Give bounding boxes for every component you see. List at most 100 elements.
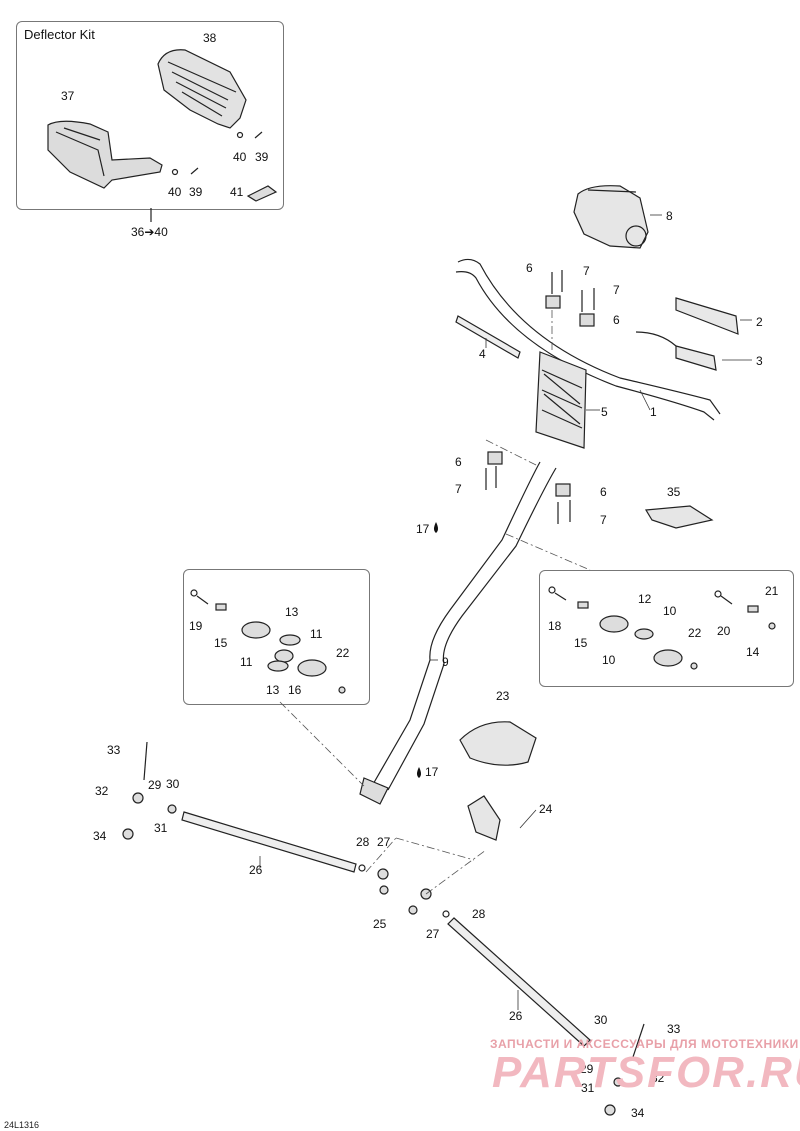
part-label: 34 bbox=[631, 1106, 645, 1120]
bolt-33a bbox=[143, 741, 148, 781]
pad-35 bbox=[644, 505, 714, 529]
part-label: 32 bbox=[651, 1071, 665, 1085]
part-label: 3 bbox=[756, 354, 763, 368]
part-label: 7 bbox=[600, 513, 607, 527]
part-label: 34 bbox=[93, 829, 107, 843]
part-label: 32 bbox=[95, 784, 109, 798]
part-label: 39 bbox=[255, 150, 269, 164]
part-label: 23 bbox=[496, 689, 510, 703]
part-label: 31 bbox=[581, 1081, 595, 1095]
part-label: 6 bbox=[600, 485, 607, 499]
steering-column-9 bbox=[371, 461, 541, 787]
oil-drop-icon bbox=[417, 767, 421, 778]
part-label: 22 bbox=[688, 626, 702, 640]
part-label: 16 bbox=[288, 683, 302, 697]
part-label: 17 bbox=[416, 522, 430, 536]
part-label: 37 bbox=[61, 89, 75, 103]
part-label: 39 bbox=[189, 185, 203, 199]
joint-27a bbox=[377, 868, 389, 880]
right-clamp-detail-frame bbox=[539, 570, 794, 687]
part-label: 31 bbox=[154, 821, 168, 835]
part-label: 28 bbox=[472, 907, 486, 921]
part-label: 18 bbox=[548, 619, 562, 633]
deflector-left-37 bbox=[47, 120, 163, 189]
part-label: 21 bbox=[765, 584, 779, 598]
ring-13a bbox=[279, 634, 301, 646]
part-label: 6 bbox=[526, 261, 533, 275]
part-label: 1 bbox=[650, 405, 657, 419]
part-label: 15 bbox=[214, 636, 228, 650]
part-label: 38 bbox=[203, 31, 217, 45]
clamp-11a bbox=[241, 621, 271, 639]
part-label: 10 bbox=[602, 653, 616, 667]
figure-code: 24L1316 bbox=[4, 1120, 40, 1130]
part-label: 24 bbox=[539, 802, 553, 816]
part-label: 40 bbox=[233, 150, 247, 164]
handlebar-1 bbox=[457, 258, 721, 415]
oil-drop-icon bbox=[434, 522, 438, 533]
ring-13b bbox=[267, 660, 289, 672]
riser-5 bbox=[535, 351, 587, 449]
part-label: 7 bbox=[613, 283, 620, 297]
part-label: 30 bbox=[166, 777, 180, 791]
clamp-6d bbox=[555, 483, 571, 497]
handguard-8 bbox=[573, 185, 649, 249]
grip-3 bbox=[675, 345, 717, 371]
part-label: 30 bbox=[594, 1013, 608, 1027]
part-label: 11 bbox=[310, 627, 323, 641]
part-label: 28 bbox=[356, 835, 370, 849]
bushing-25a bbox=[379, 885, 389, 895]
grip-2 bbox=[675, 297, 739, 335]
part-label: 27 bbox=[377, 835, 391, 849]
kit-range-label: 36➔40 bbox=[131, 225, 168, 239]
rod-4 bbox=[455, 315, 521, 359]
part-label: 13 bbox=[266, 683, 280, 697]
bracket-24 bbox=[467, 795, 501, 841]
sticker-41 bbox=[246, 185, 278, 202]
clamp-6a bbox=[545, 295, 561, 309]
part-label: 9 bbox=[442, 655, 449, 669]
part-label: 22 bbox=[336, 646, 350, 660]
part-label: 15 bbox=[574, 636, 588, 650]
watermark-logo: PARTSFOR.RU bbox=[492, 1048, 800, 1097]
part-label: 11 bbox=[240, 655, 253, 669]
nut-40b bbox=[171, 168, 179, 176]
part-label: 4 bbox=[479, 347, 486, 361]
part-label: 19 bbox=[189, 619, 203, 633]
part-label: 29 bbox=[148, 778, 162, 792]
part-label: 7 bbox=[455, 482, 462, 496]
part-label: 6 bbox=[455, 455, 462, 469]
part-label: 5 bbox=[601, 405, 608, 419]
clamp-10b bbox=[653, 649, 683, 667]
part-label: 20 bbox=[717, 624, 731, 638]
deflector-kit-title: Deflector Kit bbox=[24, 27, 95, 42]
part-label: 25 bbox=[373, 917, 387, 931]
part-label: 33 bbox=[667, 1022, 681, 1036]
insert-12 bbox=[634, 628, 654, 640]
part-label: 7 bbox=[583, 264, 590, 278]
insert-16 bbox=[274, 649, 294, 663]
tie-rod-26b bbox=[447, 917, 591, 1047]
part-label: 33 bbox=[107, 743, 121, 757]
part-label: 13 bbox=[285, 605, 299, 619]
part-label: 41 bbox=[230, 185, 244, 199]
bolt-33b bbox=[631, 1023, 645, 1061]
part-label: 40 bbox=[168, 185, 182, 199]
part-label: 8 bbox=[666, 209, 673, 223]
part-label: 17 bbox=[425, 765, 439, 779]
nut-40a bbox=[236, 131, 244, 139]
part-label: 6 bbox=[613, 313, 620, 327]
clamp-6b bbox=[579, 313, 595, 327]
watermark-caption: ЗАПЧАСТИ И АКСЕССУАРЫ ДЛЯ МОТОТЕХНИКИ bbox=[490, 1037, 799, 1051]
deflector-kit-frame bbox=[16, 21, 284, 210]
bushing-25b bbox=[408, 905, 418, 915]
nut-28b bbox=[442, 910, 450, 918]
nut-28a bbox=[358, 864, 366, 872]
left-clamp-detail-frame bbox=[183, 569, 370, 705]
part-label: 26 bbox=[249, 863, 263, 877]
part-label: 2 bbox=[756, 315, 763, 329]
part-label: 35 bbox=[667, 485, 681, 499]
part-label: 27 bbox=[426, 927, 440, 941]
